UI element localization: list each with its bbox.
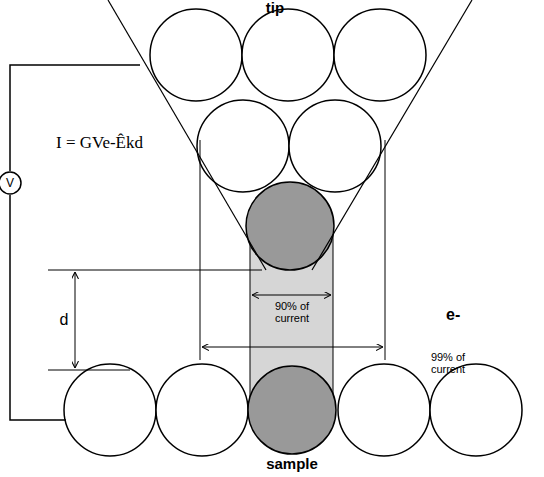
circuit-wire (10, 65, 140, 171)
tip-apex-atom (246, 182, 334, 270)
dimension-line (48, 370, 130, 371)
width-arrow (252, 295, 331, 296)
sample-label: sample (250, 456, 334, 473)
sample-atom (248, 366, 336, 454)
voltmeter-symbol: V (0, 171, 22, 195)
dimension-arrow (75, 272, 76, 368)
tip-label: tip (250, 0, 300, 17)
boundary-line (200, 140, 201, 360)
electron-label: e- (446, 306, 486, 324)
current-fraction: 99% of current (418, 351, 478, 375)
tip-outline (312, 0, 472, 270)
current-formula: I = GVe-Êkd (56, 134, 196, 153)
dimension-line (48, 270, 262, 271)
circuit-wire (10, 195, 66, 420)
meter-circle (0, 172, 21, 194)
current-fraction: 90% of current (258, 300, 326, 324)
gap-label: d (54, 311, 74, 329)
width-arrow (202, 347, 383, 348)
sample-atoms (64, 364, 522, 456)
meter-label: V (0, 171, 22, 195)
boundary-line (385, 140, 386, 360)
